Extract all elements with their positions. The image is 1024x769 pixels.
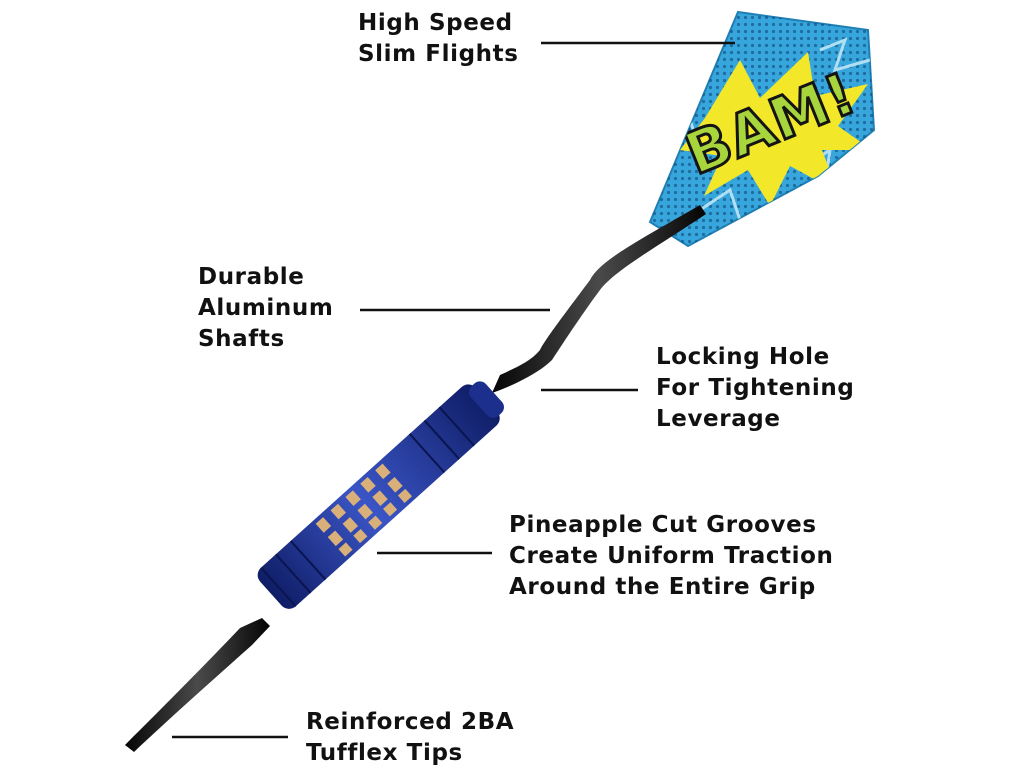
callout-shafts-line-2: Aluminum	[198, 295, 334, 321]
callout-grooves-line-2: Create Uniform Traction	[509, 543, 834, 569]
callout-locking-line-1: Locking Hole	[656, 344, 830, 370]
callout-flights-line-1: High Speed	[358, 10, 513, 36]
grip-grooves	[315, 463, 413, 557]
tip	[125, 618, 270, 752]
callout-flights-line-2: Slim Flights	[358, 41, 519, 67]
callout-shafts-line-3: Shafts	[198, 326, 285, 352]
callout-grooves: Pineapple Cut Grooves Create Uniform Tra…	[509, 510, 834, 603]
barrel	[257, 381, 504, 609]
callout-shafts: Durable Aluminum Shafts	[198, 262, 333, 355]
callout-grooves-line-1: Pineapple Cut Grooves	[509, 512, 817, 538]
callout-tips: Reinforced 2BA Tufflex Tips	[306, 707, 514, 769]
callout-shafts-line-1: Durable	[198, 264, 305, 290]
leader-lines	[172, 41, 735, 739]
callout-locking-hole: Locking Hole For Tightening Leverage	[656, 342, 854, 435]
callout-locking-line-2: For Tightening	[656, 375, 855, 401]
flight: BAM!	[648, 10, 876, 248]
callout-locking-line-3: Leverage	[656, 406, 781, 432]
burst-star	[680, 52, 872, 206]
shaft	[492, 205, 706, 393]
callout-flights: High Speed Slim Flights	[358, 8, 519, 70]
callout-grooves-line-3: Around the Entire Grip	[509, 574, 816, 600]
callout-tips-line-1: Reinforced 2BA	[306, 709, 515, 735]
callout-tips-line-2: Tufflex Tips	[306, 740, 463, 766]
